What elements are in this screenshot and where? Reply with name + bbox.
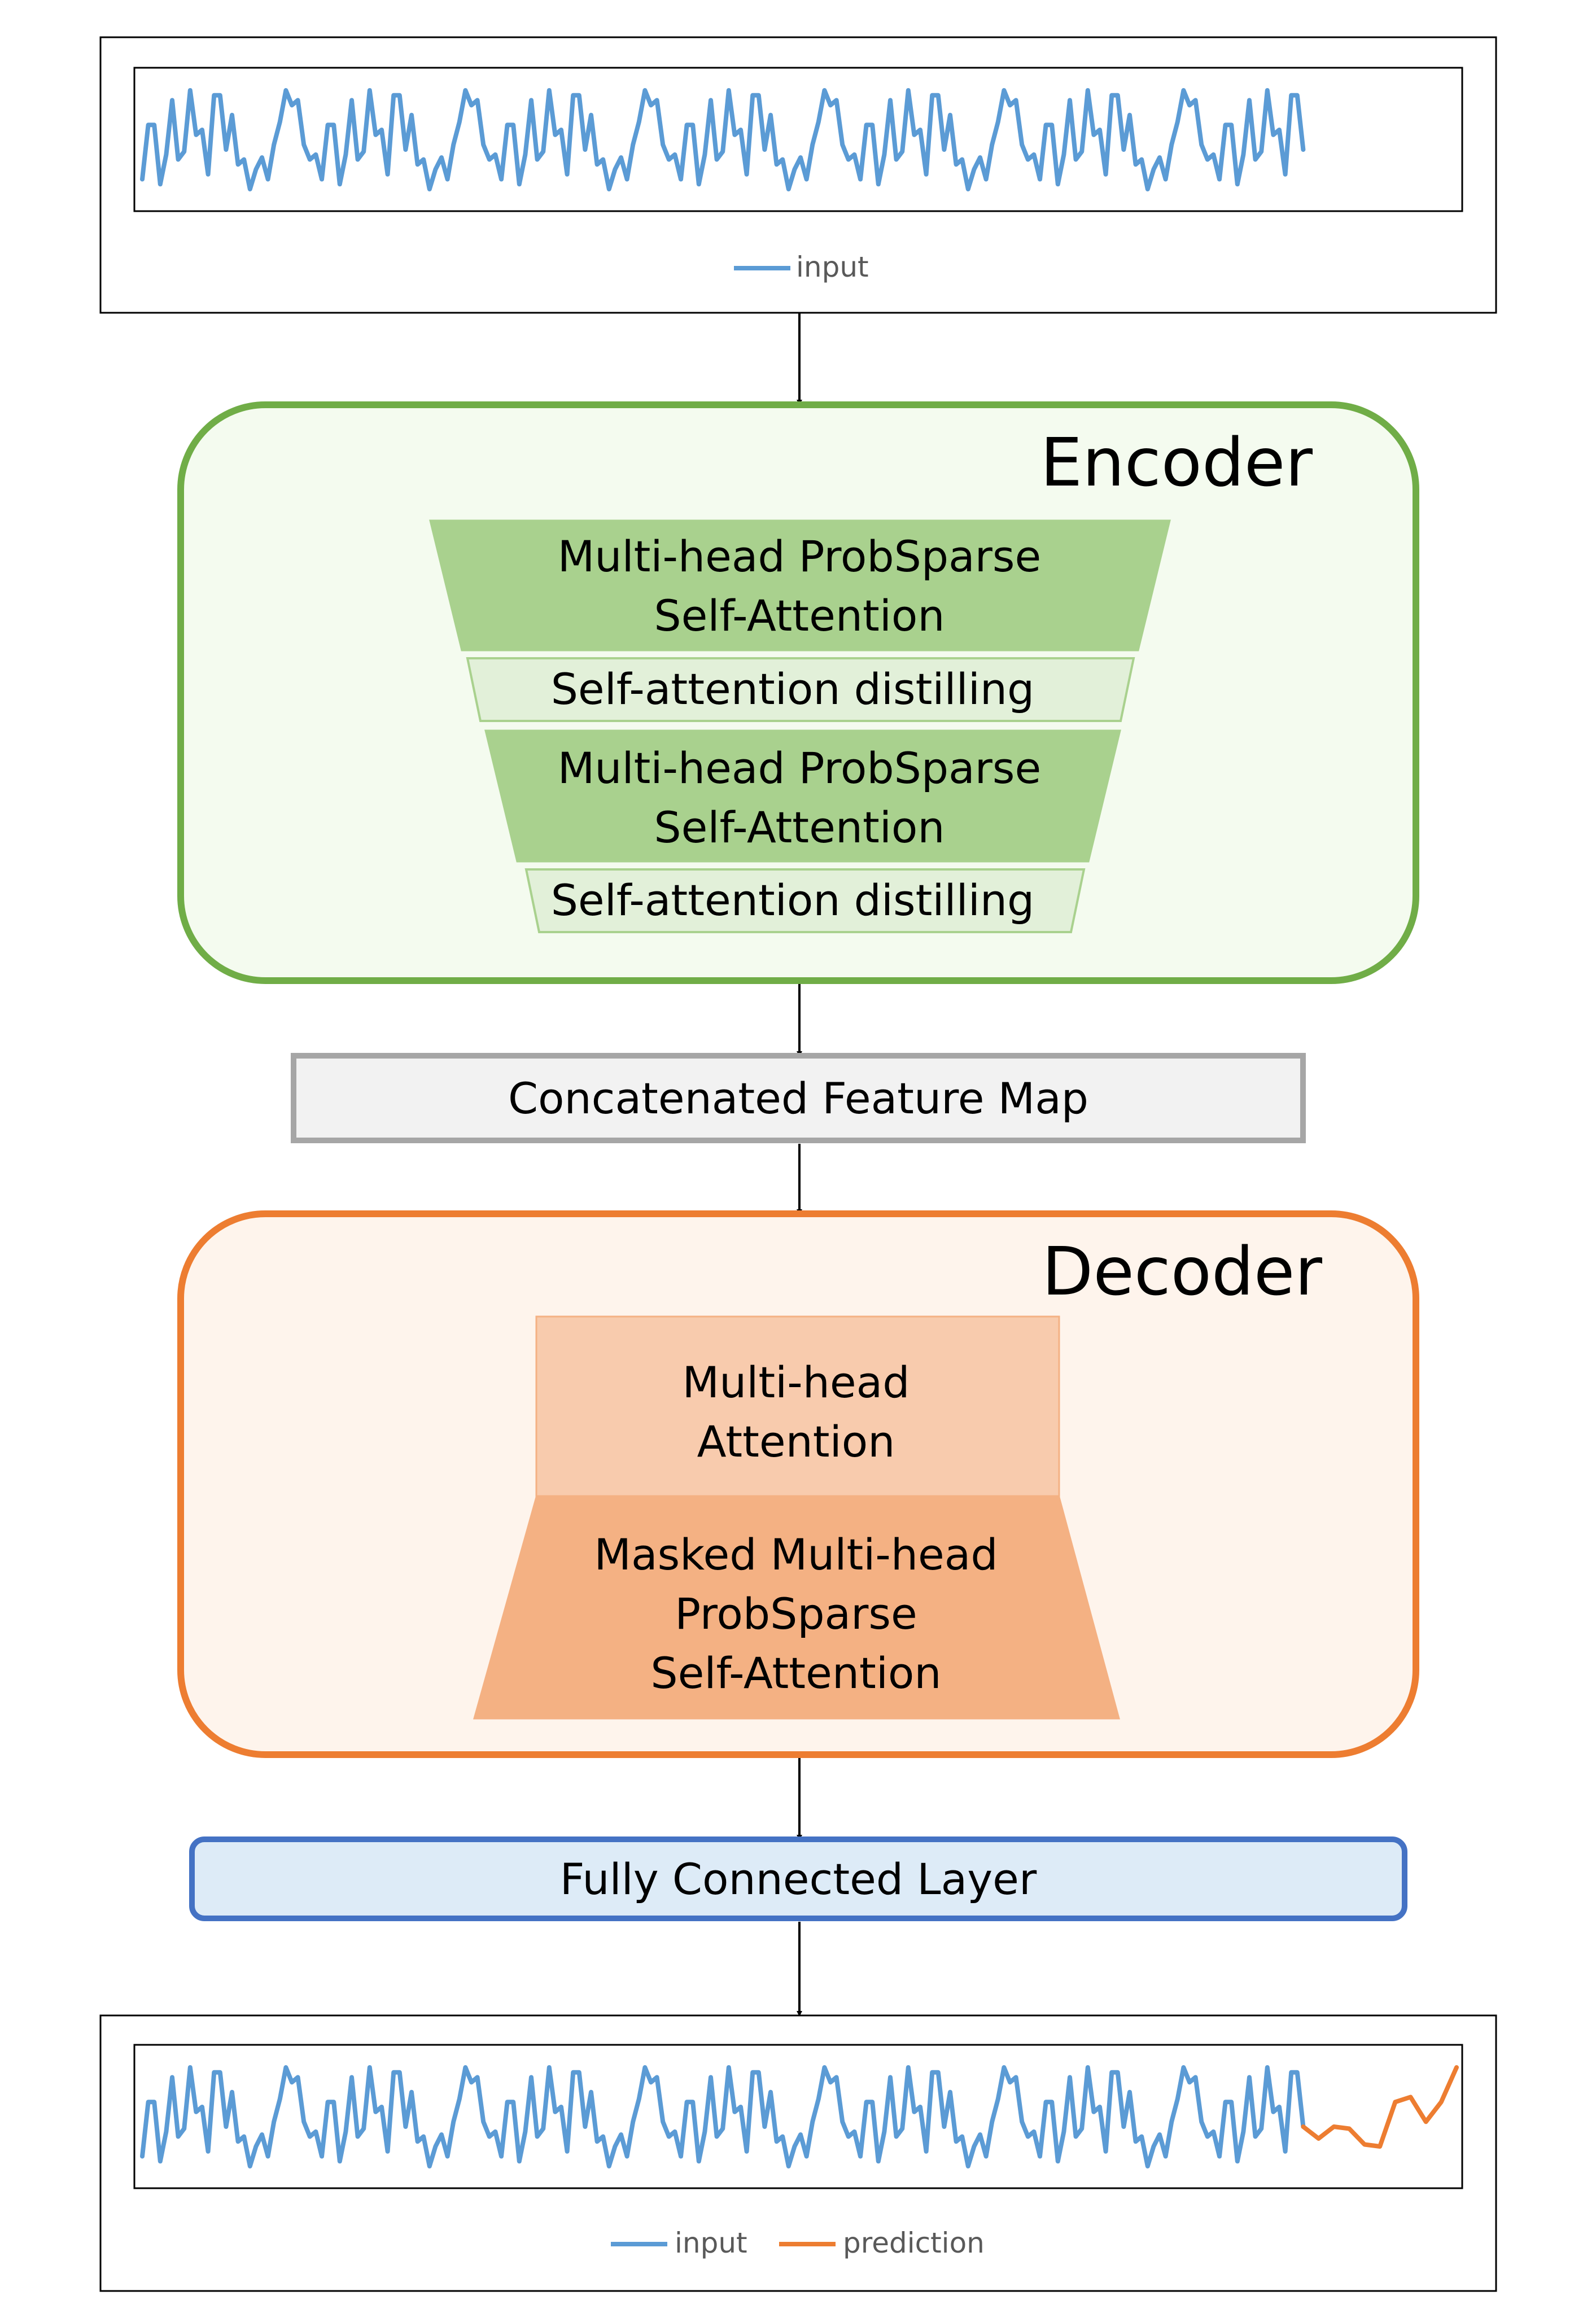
- fc-layer-box: [189, 1836, 1407, 1921]
- decoder-title: Decoder: [1042, 1232, 1322, 1310]
- input-legend-label: input: [796, 251, 869, 283]
- decoder-masked-attention-shape: [473, 1496, 1120, 1720]
- encoder-distilling-2-shape: [524, 868, 1086, 933]
- decoder-block: Decoder Multi-head Attention Masked Mult…: [177, 1210, 1419, 1758]
- encoder-attention-2-line1: Multi-head ProbSparse: [558, 743, 1042, 793]
- decoder-masked-attention-line3: Self-Attention: [650, 1648, 941, 1698]
- encoder-attention-1: Multi-head ProbSparse Self-Attention: [429, 519, 1171, 651]
- prediction-legend-label: prediction: [843, 2227, 985, 2259]
- decoder-masked-attention: Masked Multi-head ProbSparse Self-Attent…: [473, 1496, 1120, 1720]
- output-legend: input prediction: [611, 2227, 985, 2259]
- feature-map-label: Concatenated Feature Map: [508, 1073, 1088, 1123]
- output-input-series-line: [140, 2065, 1306, 2168]
- encoder-distilling-1-label: Self-attention distilling: [551, 664, 1035, 714]
- encoder-distilling-2-label: Self-attention distilling: [551, 875, 1035, 925]
- fully-connected-layer: Fully Connected Layer: [189, 1836, 1407, 1921]
- encoder-distilling-1-shape: [466, 657, 1135, 722]
- encoder-attention-1-line2: Self-Attention: [654, 591, 945, 641]
- input-panel: input: [99, 36, 1497, 314]
- fc-layer-label: Fully Connected Layer: [560, 1854, 1037, 1904]
- encoder-attention-1-line1: Multi-head ProbSparse: [558, 531, 1042, 581]
- encoder-title: Encoder: [1040, 423, 1313, 501]
- encoder-attention-2: Multi-head ProbSparse Self-Attention: [484, 729, 1121, 863]
- encoder-attention-1-shape: [429, 519, 1171, 651]
- encoder-attention-2-line2: Self-Attention: [654, 802, 945, 852]
- output-input-legend-label: input: [675, 2227, 747, 2259]
- decoder-attention-line1: Multi-head: [683, 1357, 910, 1407]
- decoder-attention-line2: Attention: [697, 1416, 895, 1467]
- output-panel: input prediction: [99, 2014, 1497, 2292]
- feature-map-box: [291, 1053, 1306, 1143]
- decoder-attention-shape: [535, 1315, 1060, 1497]
- decoder-attention: Multi-head Attention: [535, 1315, 1060, 1497]
- encoder-block: Encoder Multi-head ProbSparse Self-Atten…: [177, 401, 1419, 984]
- input-series-line: [140, 88, 1306, 191]
- encoder-distilling-1: Self-attention distilling: [466, 657, 1135, 722]
- decoder-masked-attention-line2: ProbSparse: [675, 1589, 917, 1639]
- encoder-distilling-2: Self-attention distilling: [524, 868, 1086, 933]
- prediction-series-line: [1301, 2065, 1459, 2149]
- encoder-attention-2-shape: [484, 729, 1121, 863]
- concatenated-feature-map: Concatenated Feature Map: [291, 1053, 1306, 1143]
- input-legend: input: [734, 251, 869, 283]
- decoder-masked-attention-line1: Masked Multi-head: [594, 1529, 998, 1580]
